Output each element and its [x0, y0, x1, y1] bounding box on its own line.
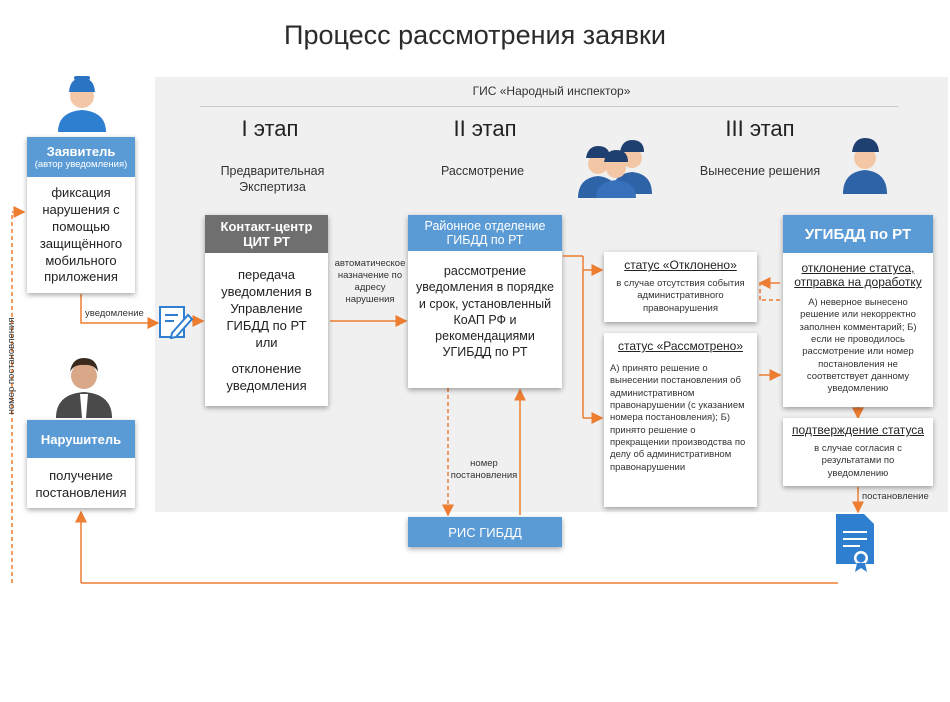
district-text: рассмотрение уведомления в порядке и сро…	[416, 264, 554, 360]
gis-label: ГИС «Народный инспектор»	[472, 84, 631, 98]
decree-label: постановление	[862, 491, 929, 502]
ugibdd-title: УГИБДД по РТ	[783, 215, 933, 253]
contact-or: или	[255, 334, 278, 350]
violator-person-icon	[56, 358, 112, 418]
stage-3-label: III этап	[725, 116, 795, 141]
rejected-title: статус «Отклонено»	[624, 258, 737, 272]
ugibdd-sub-title: отклонение статуса, отправка на доработк…	[794, 261, 922, 289]
ugibdd-card: УГИБДД по РТ отклонение статуса, отправк…	[783, 215, 933, 407]
district-card: Районное отделение ГИБДД по РТ рассмотре…	[408, 215, 562, 388]
applicant-subtitle: (автор уведомления)	[34, 159, 128, 170]
ris-card: РИС ГИБДД	[408, 517, 562, 547]
number-label: номер постановления	[450, 458, 518, 481]
confirm-status-card: подтверждение статуса в случае согласия …	[783, 418, 933, 486]
district-title: Районное отделение ГИБДД по РТ	[408, 215, 562, 251]
reviewed-status-card: статус «Рассмотрено» А) принято решение …	[604, 333, 757, 507]
ugibdd-text: А) неверное вынесено решение или некорре…	[799, 297, 917, 395]
stage-1-sub: Предварительная Экспертиза	[220, 164, 325, 195]
applicant-card: Заявитель (автор уведомления) фиксация н…	[27, 137, 135, 293]
contact-text-1: передача уведомления в Управление ГИБДД …	[221, 267, 312, 333]
applicant-header: Заявитель (автор уведомления)	[27, 137, 135, 177]
auto-assign-label: автоматическое назначение по адресу нару…	[334, 258, 406, 305]
applicant-person-icon	[58, 76, 106, 132]
edit-icon	[159, 306, 194, 339]
violator-text: получение постановления	[35, 468, 127, 500]
document-icon	[836, 514, 874, 572]
police-officer-icon	[843, 138, 887, 194]
reviewed-text: А) принято решение о вынесении постановл…	[610, 363, 746, 473]
divider	[200, 106, 898, 107]
rejected-status-card: статус «Отклонено» в случае отсутствия с…	[604, 252, 757, 322]
violator-title: Нарушитель	[27, 420, 135, 458]
police-group-icon	[578, 140, 652, 198]
contact-title: Контакт-центр ЦИТ РТ	[205, 215, 328, 253]
stage-1-label: I этап	[241, 116, 299, 141]
contact-text-2: отклонение уведомления	[226, 361, 307, 394]
contact-center-card: Контакт-центр ЦИТ РТ передача уведомлени…	[205, 215, 328, 406]
applicant-title: Заявитель	[46, 144, 116, 159]
stage-2-sub: Рассмотрение	[440, 164, 525, 178]
reviewed-title: статус «Рассмотрено»	[617, 339, 744, 353]
stage-2-label: II этап	[453, 116, 517, 141]
confirm-title: подтверждение статуса	[792, 423, 924, 437]
ris-title: РИС ГИБДД	[408, 517, 562, 547]
violator-card: Нарушитель получение постановления	[27, 420, 135, 508]
number-vertical-label: номер постановления	[6, 317, 18, 415]
applicant-text: фиксация нарушения с помощью защищённого…	[39, 185, 123, 285]
confirm-text: в случае согласия с результатами по увед…	[814, 443, 902, 479]
page-title: Процесс рассмотрения заявки	[284, 20, 666, 50]
notification-label: уведомление	[85, 308, 144, 319]
rejected-text: в случае отсутствия события администрати…	[616, 278, 745, 314]
stage-3-sub: Вынесение решения	[699, 164, 821, 178]
